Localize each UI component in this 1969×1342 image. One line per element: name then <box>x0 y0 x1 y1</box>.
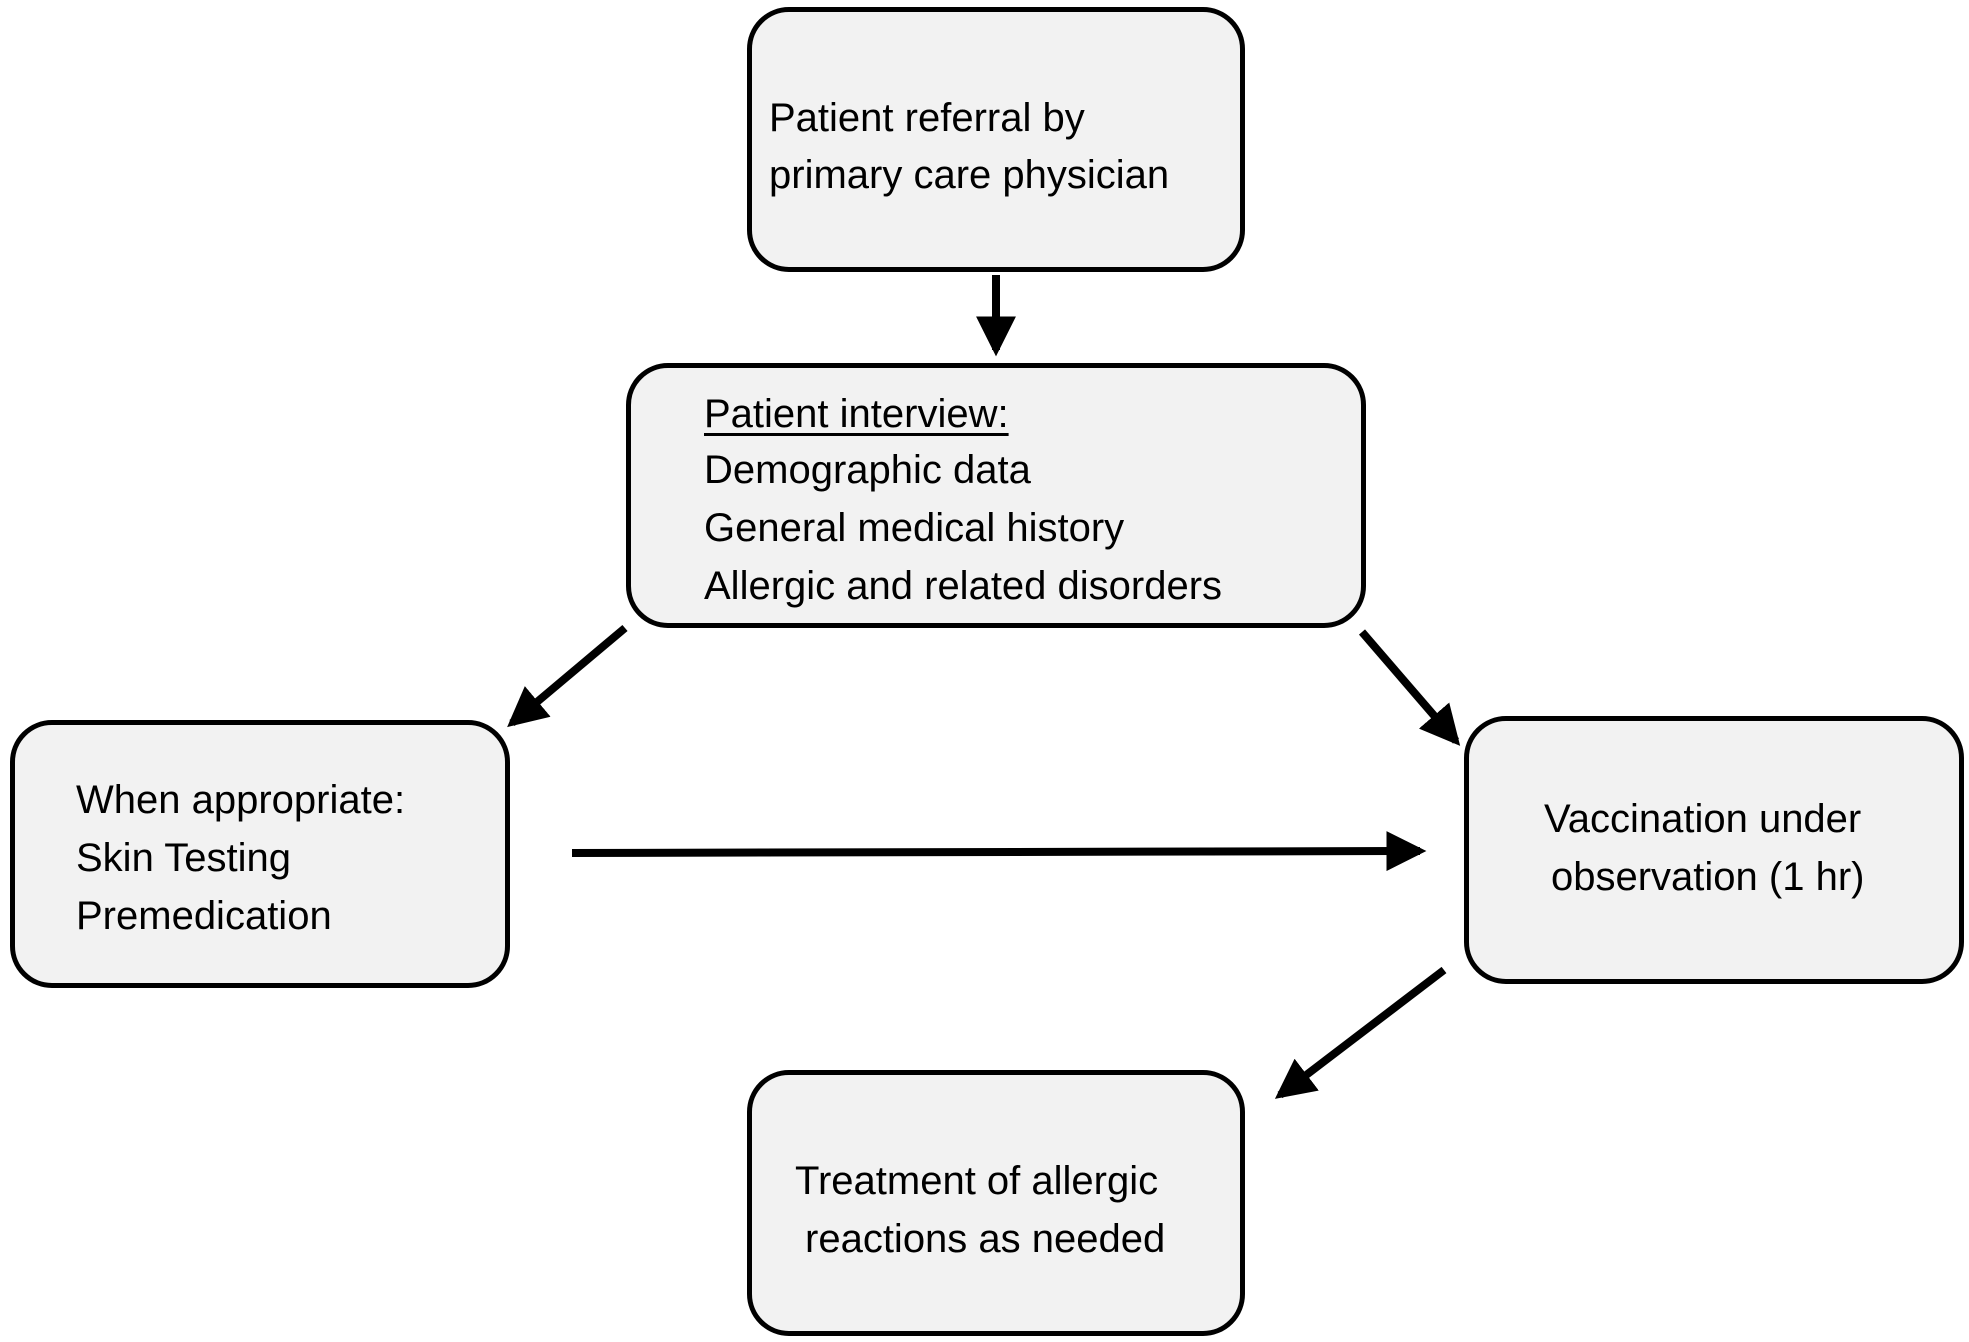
node-patient-interview-line-2: General medical history <box>704 506 1125 550</box>
node-patient-interview-line-3: Allergic and related disorders <box>704 564 1223 608</box>
node-treatment-line-1: Treatment of allergic <box>795 1159 1159 1203</box>
node-when-appropriate: When appropriate: Skin Testing Premedica… <box>10 720 510 988</box>
node-vaccination-line-1: Vaccination under <box>1544 797 1862 841</box>
arrow-interview-to-appropriate <box>507 624 628 728</box>
arrow-interview-to-vaccination <box>1358 629 1461 746</box>
node-patient-referral: Patient referral by primary care physici… <box>747 7 1245 272</box>
node-when-appropriate-line-1: When appropriate: <box>76 778 406 822</box>
node-treatment-line-2: reactions as needed <box>805 1217 1166 1261</box>
node-when-appropriate-line-2: Skin Testing <box>76 836 291 880</box>
node-treatment: Treatment of allergic reactions as neede… <box>747 1070 1245 1336</box>
arrow-appropriate-to-vaccination <box>571 831 1427 872</box>
node-patient-interview-line-1: Demographic data <box>704 448 1031 492</box>
node-patient-referral-line-2: primary care physician <box>769 153 1170 197</box>
node-when-appropriate-line-3: Premedication <box>76 894 332 938</box>
arrow-vaccination-to-treatment <box>1274 966 1447 1099</box>
node-vaccination: Vaccination under observation (1 hr) <box>1464 716 1964 984</box>
node-patient-referral-line-1: Patient referral by <box>769 96 1085 140</box>
node-vaccination-line-2: observation (1 hr) <box>1551 855 1865 899</box>
node-patient-interview-heading: Patient interview: <box>704 392 1009 436</box>
node-patient-interview: Patient interview: Demographic data Gene… <box>626 363 1366 628</box>
